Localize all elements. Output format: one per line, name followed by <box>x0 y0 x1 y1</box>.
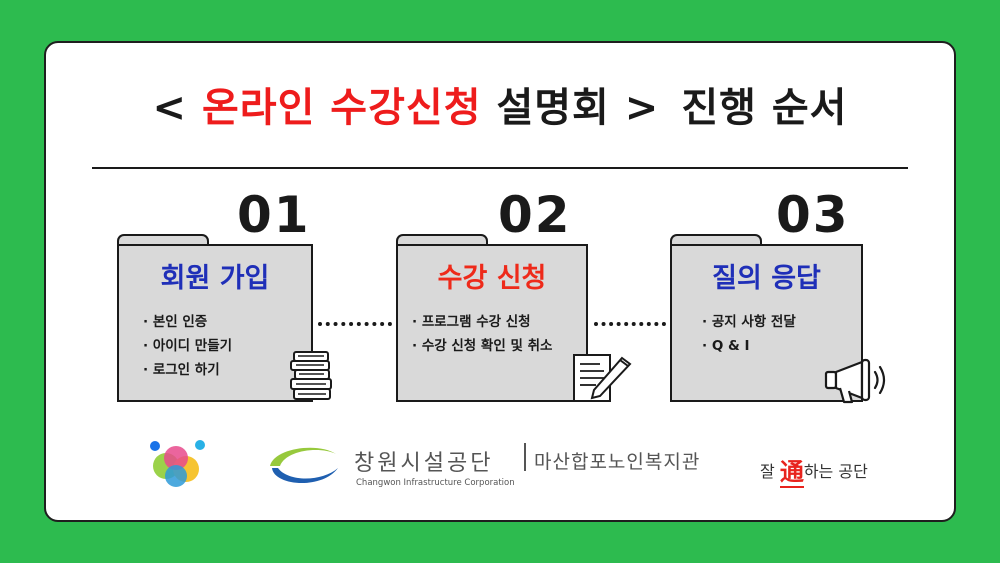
slogan-hanja: 通 <box>779 458 804 488</box>
step-number-1: 01 <box>237 186 311 244</box>
slogan-pre: 잘 <box>760 462 775 481</box>
page-title: < 온라인 수강신청 설명회 > 진행 순서 <box>0 75 1000 133</box>
step-title-2: 수강 신청 <box>437 263 547 294</box>
slogan: 잘 通하는 공단 <box>760 452 868 488</box>
list-item: 수강 신청 확인 및 취소 <box>412 334 553 358</box>
slogan-post: 하는 공단 <box>803 462 868 481</box>
step-number-2: 02 <box>498 186 572 244</box>
title-bracket-open: < <box>152 85 188 131</box>
step-folder-2: 수강 신청 프로그램 수강 신청 수강 신청 확인 및 취소 <box>396 234 588 402</box>
list-item: 아이디 만들기 <box>143 334 232 358</box>
step-list-3: 공지 사항 전달 Q & I <box>702 310 796 358</box>
step-title-3: 질의 응답 <box>712 263 821 294</box>
org-name: 창원시설공단 <box>354 451 494 476</box>
step-number-3: 03 <box>776 186 850 244</box>
books-icon <box>290 351 332 400</box>
document-pen-icon <box>573 354 632 402</box>
step-title-1: 회원 가입 <box>160 263 270 294</box>
step-list-2: 프로그램 수강 신청 수강 신청 확인 및 취소 <box>412 310 553 358</box>
list-item: 본인 인증 <box>143 310 232 334</box>
city-logo-icon <box>150 440 205 487</box>
title-suffix: 진행 순서 <box>681 85 848 131</box>
list-item: 프로그램 수강 신청 <box>412 310 552 334</box>
list-item: 공지 사항 전달 <box>702 310 796 334</box>
title-highlight: 온라인 수강신청 <box>201 85 482 131</box>
list-item: 로그인 하기 <box>143 358 232 382</box>
org-sub: 마산합포노인복지관 <box>534 451 701 473</box>
title-divider <box>92 167 908 169</box>
title-rest: 설명회 <box>496 85 610 131</box>
step-list-1: 본인 인증 아이디 만들기 로그인 하기 <box>143 310 232 382</box>
corporation-logo-icon <box>270 447 338 484</box>
org-english: Changwon Infrastructure Corporation <box>356 478 515 488</box>
list-item: Q & I <box>702 334 796 358</box>
connector-dots-2 <box>594 322 666 326</box>
org-divider <box>524 443 526 471</box>
megaphone-icon <box>824 358 886 404</box>
connector-dots-1 <box>318 322 392 326</box>
title-bracket-close: > <box>624 85 660 131</box>
step-folder-1: 회원 가입 본인 인증 아이디 만들기 로그인 하기 <box>117 234 313 402</box>
